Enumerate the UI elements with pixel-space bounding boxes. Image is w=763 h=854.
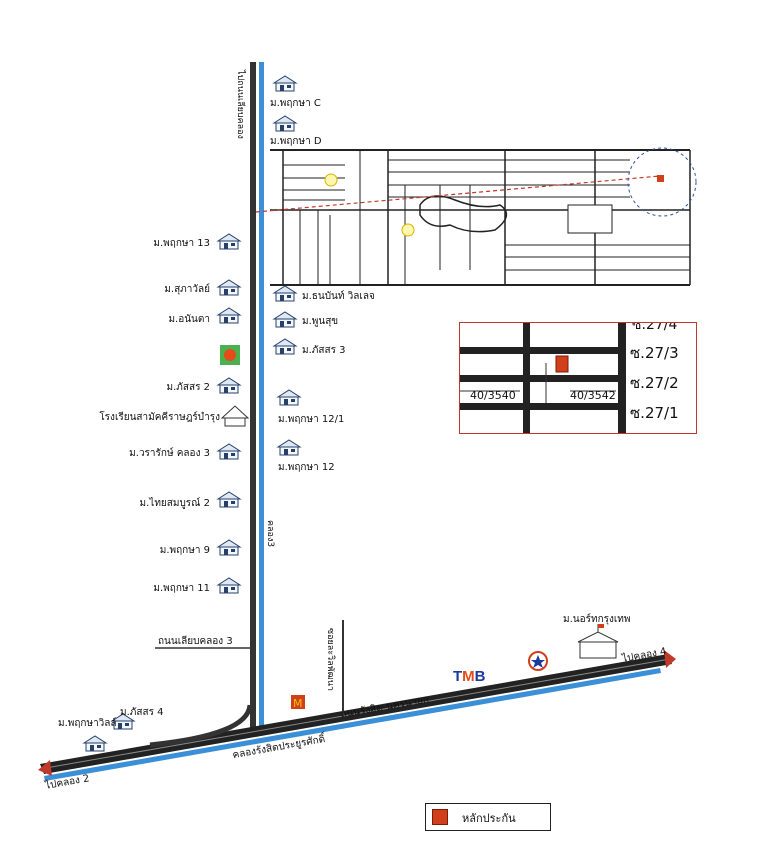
vertical-road [250, 62, 256, 732]
north-bkk-label: ม.นอร์ทกรุงเทพ [563, 614, 631, 625]
house-icon [216, 376, 242, 394]
village-left-4: โรงเรียนสามัคคีราษฎร์บำรุง [99, 412, 220, 423]
school-icon [220, 405, 250, 427]
village-left-2: ม.อนันตา [168, 314, 210, 325]
inset-soi-3: ซ.27/1 [630, 404, 679, 422]
road-arrow-west [38, 760, 52, 776]
main-road-centerline [39, 658, 671, 770]
village-right-5: ม.พฤกษา 12/1 [278, 414, 345, 425]
house-icon [272, 114, 298, 132]
house-icon [276, 388, 302, 406]
village-bottom-1: ม.ภัสสร 4 [120, 707, 164, 718]
inset-soi-top: ซ.27/4 [632, 322, 678, 333]
house-icon [272, 74, 298, 92]
house-icon [82, 734, 108, 752]
village-right-3: ม.พูนสุข [302, 316, 339, 327]
road-arrow-east [664, 650, 676, 668]
seven-eleven-mark [224, 349, 236, 361]
house-icon [216, 232, 242, 250]
village-right-2: ม.ธนบันท์ วิลเลจ [302, 291, 375, 302]
village-left-7: ม.พฤกษา 9 [159, 545, 210, 556]
house-icon [216, 278, 242, 296]
mcdonalds-icon [291, 695, 305, 709]
house-icon [272, 337, 298, 355]
legend-label: หลักประกัน [462, 812, 516, 825]
inset-plot-left: 40/3540 [470, 389, 516, 402]
main-canal [44, 668, 661, 781]
house-icon [216, 576, 242, 594]
legend-swatch [432, 809, 448, 825]
house-icon [216, 538, 242, 556]
soi-label: ซอยละวิลพัฒนา [325, 628, 335, 691]
village-left-3: ม.ภัสสร 2 [166, 382, 210, 393]
subdivision-plan [270, 149, 691, 286]
svg-text:M: M [293, 697, 303, 710]
village-left-6: ม.ไทยสมบูรณ์ 2 [139, 498, 210, 509]
legend: หลักประกัน [425, 803, 551, 831]
village-left-8: ม.พฤกษา 11 [153, 583, 210, 594]
village-left-1: ม.สุภาวัลย์ [164, 284, 210, 295]
inset-map: ซ.27/4 ซ.27/3 ซ.27/2 ซ.27/1 40/3540 40/3… [459, 322, 697, 434]
house-icon [272, 284, 298, 302]
khlong3-label: คลอง3 [265, 520, 275, 548]
village-left-0: ม.พฤกษา 13 [153, 238, 210, 249]
house-icon [276, 438, 302, 456]
canal-top-label: ไปถนนเลียบคลอง [235, 70, 245, 139]
cross-road-label: ถนนเลียบคลอง 3 [158, 636, 233, 647]
village-right-6: ม.พฤกษา 12 [278, 462, 335, 473]
house-icon [272, 310, 298, 328]
yellow-marker [324, 173, 338, 187]
target-circle [627, 147, 697, 217]
village-bottom-2: ม.พฤกษาวิลล์ [58, 718, 117, 729]
house-icon [216, 442, 242, 460]
house-icon [110, 712, 136, 730]
tmb-bank-logo: TMB [453, 668, 486, 685]
yellow-marker-2 [401, 223, 415, 237]
house-icon [216, 490, 242, 508]
village-right-1: ม.พฤกษา D [270, 136, 322, 147]
collateral-marker-small [657, 175, 664, 182]
village-right-4: ม.ภัสสร 3 [302, 345, 346, 356]
village-right-0: ม.พฤกษา C [270, 98, 321, 109]
house-icon [216, 306, 242, 324]
inset-soi-2: ซ.27/2 [630, 374, 679, 392]
inset-soi-1: ซ.27/3 [630, 344, 679, 362]
inset-plot-right: 40/3542 [570, 389, 616, 402]
north-bkk-building-icon [577, 624, 619, 659]
village-left-5: ม.วรารักษ์ คลอง 3 [129, 448, 210, 459]
road-junction [149, 704, 253, 748]
khlong3-canal [259, 62, 264, 730]
access-route [255, 175, 661, 213]
